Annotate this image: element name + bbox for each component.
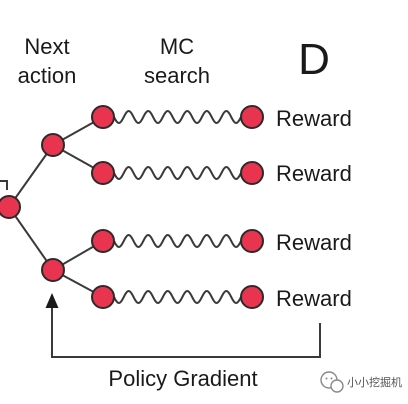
terminal-node-3 (240, 229, 264, 253)
terminal-node-1 (240, 105, 264, 129)
mc-search-wave-2 (113, 165, 242, 181)
sampled-node-4 (91, 285, 115, 309)
header-next-action-line1: Next (24, 34, 69, 59)
header-mc-search-line2: search (144, 63, 210, 88)
mc-search-waves (113, 109, 242, 305)
reward-label-2: Reward (276, 161, 352, 186)
mc-search-wave-4 (113, 289, 242, 305)
watermark-text: 小小挖掘机 (347, 375, 402, 389)
sampled-node-3 (91, 229, 115, 253)
edge-root-to-next-action-node-lower (8, 206, 54, 271)
policy-gradient-feedback-line (51, 305, 321, 358)
next-action-node-lower (41, 258, 65, 282)
panel-letter: D (298, 35, 330, 84)
wechat-icon (320, 371, 344, 393)
arrow-up-icon (45, 293, 59, 308)
mc-search-wave-3 (113, 233, 242, 249)
terminal-node-2 (240, 161, 264, 185)
tree-nodes (0, 105, 264, 309)
watermark: 小小挖掘机 (320, 371, 402, 393)
left-bracket (0, 180, 8, 190)
edge-root-to-next-action-node-upper (8, 144, 54, 208)
next-action-node-upper (41, 133, 65, 157)
mc-search-wave-1 (113, 109, 242, 125)
root-node (0, 195, 21, 219)
terminal-node-4 (240, 285, 264, 309)
reward-label-1: Reward (276, 106, 352, 131)
sampled-node-1 (91, 105, 115, 129)
sampled-node-2 (91, 161, 115, 185)
header-next-action-line2: action (18, 63, 77, 88)
policy-gradient-label: Policy Gradient (108, 366, 257, 391)
reward-label-4: Reward (276, 286, 352, 311)
reward-label-3: Reward (276, 230, 352, 255)
header-mc-search-line1: MC (160, 34, 194, 59)
